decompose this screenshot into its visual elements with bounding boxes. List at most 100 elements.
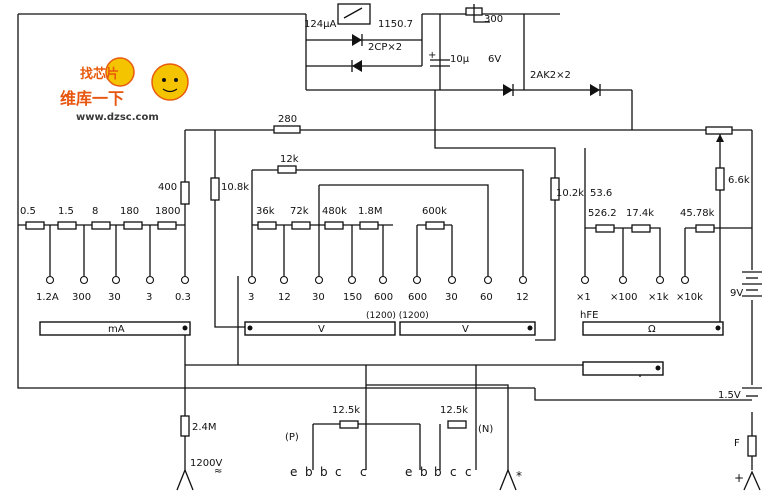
resistor-12k-label: 12k	[280, 154, 299, 165]
ebc-left-0: e	[290, 465, 297, 479]
top-diodes-label: 2AK2×2	[530, 70, 571, 81]
resistor-12-5k-a-label: 12.5k	[332, 405, 360, 416]
range-switch-bars: mA V V (1200) (1200) Ω hFE	[39, 310, 724, 376]
resistor-280-label: 280	[278, 114, 297, 125]
v-dc-bar-label: V	[318, 324, 325, 335]
resistor-10-2k-label: 10.2k	[556, 188, 584, 199]
ma-range-4: 0.3	[175, 292, 191, 303]
plus-terminal-label: +	[734, 471, 744, 485]
watermark-line1: 找芯片	[80, 66, 119, 82]
divider-label-4: 1800	[155, 206, 180, 217]
bottom-section: 2.4M 1200V ≈ (P) (N) 12.5k 12.5k e b b c…	[176, 405, 522, 491]
v-range-0: 3	[248, 292, 254, 303]
ebc-right-2: b	[434, 465, 442, 479]
ebc-right-1: b	[420, 465, 428, 479]
ma-switch-bar	[39, 321, 191, 336]
fuse-label: F	[734, 438, 740, 449]
ma-range-3: 3	[146, 292, 152, 303]
battery-9v-label: 9V	[730, 288, 743, 299]
v1200-label: 1200V	[190, 458, 222, 469]
v-range-7: 60	[480, 292, 493, 303]
hfe-label: hFE	[580, 310, 598, 321]
ebc-left-2: b	[320, 465, 328, 479]
v-range-5: 600	[408, 292, 427, 303]
rres-label-1: 17.4k	[626, 208, 654, 219]
v-range-2: 30	[312, 292, 325, 303]
resistor-10-2k	[550, 177, 560, 201]
r-range-0: ×1	[576, 292, 591, 303]
divider-label-2: 8	[92, 206, 98, 217]
n-label: (N)	[478, 424, 493, 435]
v-range-1: 12	[278, 292, 291, 303]
p-label: (P)	[285, 432, 299, 443]
resistor-280	[273, 125, 301, 134]
watermark-line3: www.dzsc.com	[76, 112, 159, 123]
resistor-400-label: 400	[158, 182, 177, 193]
r-range-2: ×1k	[648, 292, 669, 303]
capacitor-value-label: 10μ	[450, 54, 470, 65]
top-diodes: 2AK2×2	[503, 70, 601, 96]
vres-label-4: 600k	[422, 206, 447, 217]
ebc-left-4: c	[360, 465, 367, 479]
watermark-logo: 找芯片 维库一下 www.dzsc.com	[60, 57, 189, 123]
resistor-10-8k	[210, 177, 220, 201]
ohm-bar-label: Ω	[648, 324, 656, 335]
resistor-12-5k-a	[339, 420, 359, 429]
ebc-left-1: b	[305, 465, 313, 479]
ma-range-2: 30	[108, 292, 121, 303]
divider-label-0: 0.5	[20, 206, 36, 217]
vres-label-0: 36k	[256, 206, 275, 217]
divider-label-3: 180	[120, 206, 139, 217]
v-range-3: 150	[343, 292, 362, 303]
ma-divider: 400 10.8k 0.5 1.5 8 180 1800	[20, 177, 249, 230]
ma-bar-label: mA	[108, 324, 125, 335]
resistor-10-8k-label: 10.8k	[221, 182, 249, 193]
resistor-12-5k-b	[447, 420, 467, 429]
meter-diode-2	[352, 60, 362, 72]
meter-diodes-label: 2CP×2	[368, 42, 402, 53]
v-bar-note: (1200) (1200)	[366, 311, 429, 321]
capacitor-10u: + 10μ 6V	[428, 50, 501, 67]
vres-label-2: 480k	[322, 206, 347, 217]
pot-300-label: 300	[484, 14, 503, 25]
ohm-range-terminals: ×1 ×100 ×1k ×10k	[576, 275, 703, 303]
resistor-2-4m	[180, 415, 190, 437]
resistor-6-6k	[715, 167, 725, 191]
meter-resistance-label: 1150.7	[378, 19, 413, 30]
v-ac-switch-bar	[399, 321, 536, 336]
v-range-4: 600	[374, 292, 393, 303]
ohm-switch-bar	[582, 321, 724, 336]
mascot-icon	[105, 57, 135, 87]
resistor-12-5k-b-label: 12.5k	[440, 405, 468, 416]
ebc-right-4: c	[465, 465, 472, 479]
ma-range-terminals: 1.2A 300 30 3 0.3	[36, 275, 191, 303]
vres-label-3: 1.8M	[358, 206, 383, 217]
rres-label-0: 526.2	[588, 208, 617, 219]
mascot-face-icon	[151, 63, 189, 101]
meter-movement	[337, 3, 371, 25]
fuse	[747, 435, 757, 457]
resistor-2-4m-label: 2.4M	[192, 422, 217, 433]
v-range-8: 12	[516, 292, 529, 303]
rres-label-2: 45.78k	[680, 208, 715, 219]
ma-range-1: 300	[72, 292, 91, 303]
battery-1-5v: 1.5V	[718, 387, 762, 401]
r-range-1: ×100	[610, 292, 637, 303]
watermark-line2: 维库一下	[60, 89, 124, 108]
resistor-12k	[277, 165, 297, 174]
v-ac-bar-label: V	[462, 324, 469, 335]
ohm-divider: 10.2k 53.6 526.2 17.4k 45.78k 6.6k	[550, 126, 750, 233]
meter-current-label: 124μA	[304, 19, 336, 30]
r-range-3: ×10k	[676, 292, 703, 303]
battery-1-5v-label: 1.5V	[718, 390, 741, 401]
voltage-range-terminals: 3 12 30 150 600 600 30 60 12	[247, 275, 529, 303]
capacitor-voltage-label: 6V	[488, 54, 501, 65]
vres-label-1: 72k	[290, 206, 309, 217]
meter-needle	[343, 7, 363, 19]
ma-range-0: 1.2A	[36, 292, 59, 303]
ebc-right-3: c	[450, 465, 457, 479]
meter-diode-1	[352, 34, 362, 46]
v-dc-switch-bar	[244, 321, 396, 336]
resistor-53-6-label: 53.6	[590, 188, 612, 199]
